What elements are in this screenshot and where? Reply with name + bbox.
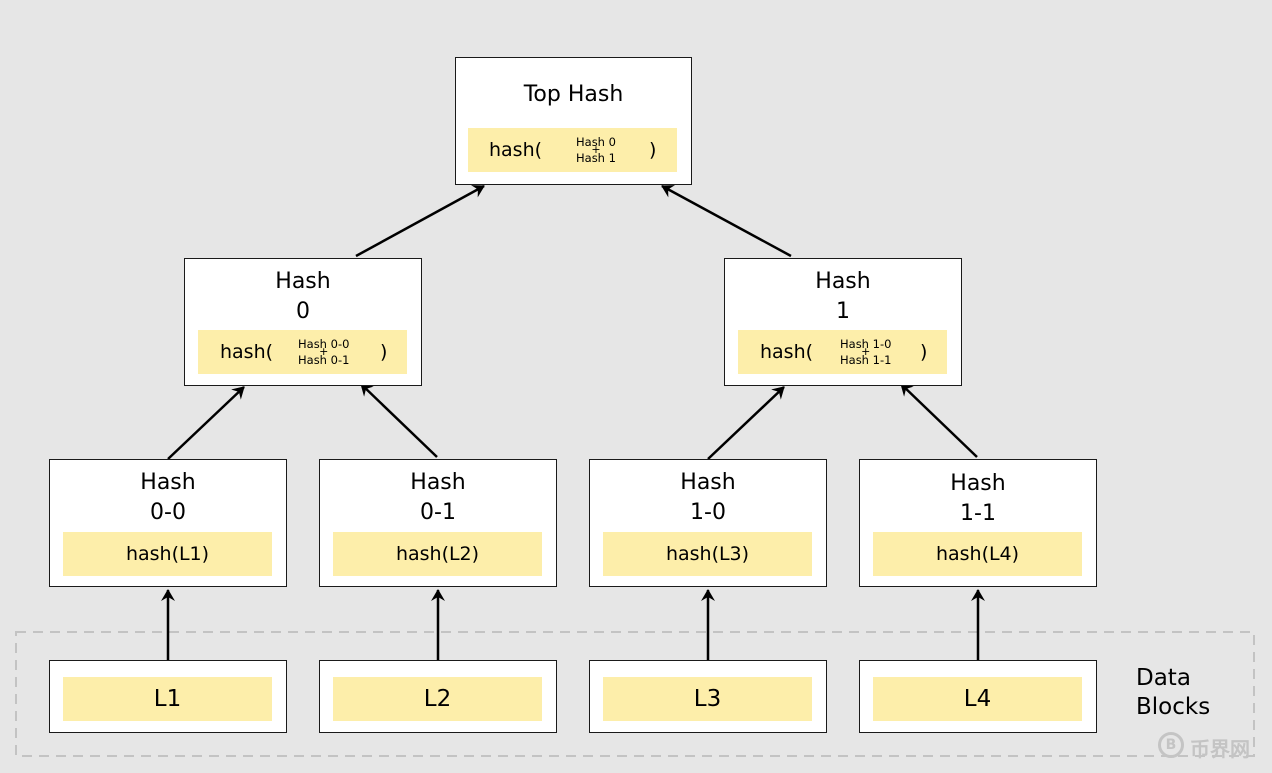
hash-1-1-title: Hash 1-1: [860, 469, 1096, 529]
hash-input-2: Hash 1: [576, 151, 616, 165]
close-paren: ): [380, 341, 388, 363]
title-line-1: Hash: [275, 269, 331, 294]
hash-input-1: Hash 0-0: [298, 337, 350, 351]
hash-inputs: Hash 0 + Hash 1: [576, 136, 616, 164]
arrow-hash-0-to-top: [355, 184, 485, 258]
hash-function-label: hash(L2): [395, 543, 480, 565]
leaf-label: L4: [963, 686, 992, 712]
hash-1-node: Hash 1 hash( Hash 1-0 + Hash 1-1 ): [724, 258, 962, 386]
hash-input-2: Hash 1-1: [840, 353, 892, 367]
hash-1-0-node: Hash 1-0 hash(L3): [589, 459, 827, 587]
leaf-l3-block: L3: [603, 677, 812, 721]
data-blocks-region: [15, 631, 1255, 757]
hash-0-node: Hash 0 hash( Hash 0-0 + Hash 0-1 ): [184, 258, 422, 386]
hash-function-label: hash(: [220, 341, 274, 363]
leaf-l1-block: L1: [63, 677, 272, 721]
watermark-logo: B 币界网: [1158, 731, 1263, 761]
top-hash-title: Top Hash: [523, 82, 624, 107]
title-line-2: 0-0: [150, 500, 186, 525]
hash-0-0-title: Hash 0-0: [50, 468, 286, 528]
data-blocks-label-line-1: Data: [1136, 665, 1191, 691]
title-line-2: 1-0: [690, 500, 726, 525]
hash-0-title: Hash 0: [185, 267, 421, 327]
hash-1-0-title: Hash 1-0: [590, 468, 826, 528]
watermark-text: 币界网: [1190, 737, 1250, 761]
leaf-label: L3: [693, 686, 722, 712]
leaf-l4-block: L4: [873, 677, 1082, 721]
hash-input-1: Hash 0: [576, 135, 616, 149]
hash-0-1-node: Hash 0-1 hash(L2): [319, 459, 557, 587]
hash-function-label: hash(: [760, 341, 814, 363]
hash-input-2: Hash 0-1: [298, 353, 350, 367]
hash-0-1-formula: hash(L2): [333, 532, 542, 576]
leaf-label: L1: [153, 686, 182, 712]
hash-1-1-formula: hash(L4): [873, 532, 1082, 576]
hash-0-formula: hash( Hash 0-0 + Hash 0-1 ): [198, 330, 407, 374]
hash-1-1-node: Hash 1-1 hash(L4): [859, 459, 1097, 587]
title-line-2: 0-1: [420, 500, 456, 525]
leaf-l2-block: L2: [333, 677, 542, 721]
leaf-l1-node: L1: [49, 660, 287, 733]
hash-inputs: Hash 1-0 + Hash 1-1: [840, 338, 891, 366]
leaf-label: L2: [423, 686, 452, 712]
top-hash-node: Top Hash hash( Hash 0 + Hash 1 ): [455, 57, 692, 185]
hash-0-1-title: Hash 0-1: [320, 468, 556, 528]
leaf-l4-node: L4: [859, 660, 1097, 733]
title-line-1: Hash: [410, 470, 466, 495]
hash-function-label: hash(L4): [935, 543, 1020, 565]
hash-function-label: hash(: [489, 139, 543, 161]
title-line-1: Hash: [140, 470, 196, 495]
title-line-2: 1-1: [960, 501, 996, 526]
close-paren: ): [920, 341, 928, 363]
arrow-hash-0-1-to-hash-0: [360, 383, 438, 458]
hash-inputs: Hash 0-0 + Hash 0-1: [298, 338, 349, 366]
hash-0-0-formula: hash(L1): [63, 532, 272, 576]
coin-icon: B: [1158, 732, 1184, 758]
leaf-l2-node: L2: [319, 660, 557, 733]
hash-1-formula: hash( Hash 1-0 + Hash 1-1 ): [738, 330, 947, 374]
hash-1-title: Hash 1: [725, 267, 961, 327]
title-line-2: 0: [296, 299, 310, 324]
title-line-2: 1: [836, 299, 850, 324]
data-blocks-label: Data Blocks: [1136, 664, 1210, 722]
hash-function-label: hash(L3): [665, 543, 750, 565]
hash-input-1: Hash 1-0: [840, 337, 892, 351]
data-blocks-label-line-2: Blocks: [1136, 694, 1211, 720]
title-line-1: Hash: [815, 269, 871, 294]
arrow-hash-1-1-to-hash-1: [900, 383, 978, 458]
close-paren: ): [649, 139, 657, 161]
concat-plus: +: [319, 345, 329, 358]
title-line-1: Hash: [680, 470, 736, 495]
leaf-l3-node: L3: [589, 660, 827, 733]
hash-1-0-formula: hash(L3): [603, 532, 812, 576]
arrow-hash-0-0-to-hash-0: [167, 386, 245, 460]
arrow-hash-1-0-to-hash-1: [707, 386, 785, 460]
top-hash-formula: hash( Hash 0 + Hash 1 ): [468, 128, 677, 172]
concat-plus: +: [591, 143, 601, 156]
hash-0-0-node: Hash 0-0 hash(L1): [49, 459, 287, 587]
title-line-1: Hash: [950, 471, 1006, 496]
concat-plus: +: [861, 345, 871, 358]
arrow-hash-1-to-top: [661, 184, 792, 258]
hash-function-label: hash(L1): [125, 543, 210, 565]
